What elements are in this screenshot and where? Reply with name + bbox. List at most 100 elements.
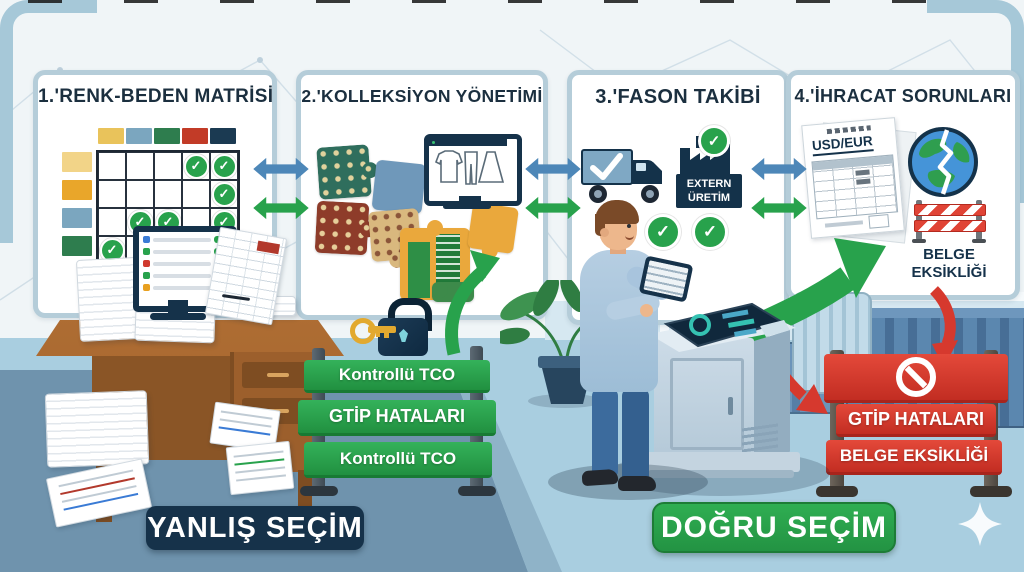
matrix-cell	[210, 180, 238, 208]
matrix-cell	[98, 180, 126, 208]
monitor-base	[443, 204, 491, 209]
double-arrow-blue-icon	[253, 157, 309, 181]
task-row	[143, 235, 227, 244]
design-monitor	[424, 134, 522, 206]
man-hand	[640, 304, 653, 317]
kiosk-base	[642, 452, 800, 472]
padlock-shackle	[388, 298, 432, 331]
delivery-truck-icon	[581, 149, 662, 203]
tablet-screen	[643, 260, 689, 298]
double-arrow-green-icon	[253, 196, 309, 220]
kiosk-base-lower	[648, 470, 794, 478]
monitor-stand	[459, 196, 481, 206]
scattered-sheet	[225, 440, 295, 496]
invoice-table	[811, 154, 899, 220]
color-swatch	[210, 128, 236, 144]
wrong-choice-text: YANLIŞ SEÇİM	[147, 511, 363, 544]
barrier-foot	[972, 239, 986, 243]
keyhole	[399, 329, 408, 342]
double-arrow-blue-icon	[751, 157, 807, 181]
invoice-value-cell	[856, 178, 871, 185]
red-sign-bar: BELGE EKSİKLİĞİ	[826, 440, 1002, 475]
monitor-dot	[432, 141, 435, 144]
matrix-cell	[210, 152, 238, 180]
green-sign-label: Kontrollü TCO	[338, 365, 456, 384]
red-sign-bar	[824, 354, 1008, 403]
matrix-header-swatches	[98, 128, 238, 144]
double-arrow-blue-icon	[525, 157, 581, 181]
man-hair-side	[595, 214, 605, 236]
check-icon	[211, 153, 237, 179]
green-sign-label: GTİP HATALARI	[329, 406, 465, 426]
green-sign-label: Kontrollü TCO	[339, 449, 457, 468]
monitor-top-bar	[429, 139, 507, 146]
cracked-globe-icon	[908, 127, 978, 197]
invoice-table-header	[812, 155, 893, 171]
key-tooth	[376, 332, 380, 337]
check-icon	[692, 214, 728, 250]
invoice-value-cell	[855, 169, 870, 176]
matrix-cell	[182, 180, 210, 208]
puzzle-piece-green	[432, 282, 474, 302]
green-sign-bar: Kontrollü TCO	[304, 442, 492, 478]
puzzle-piece-fabric-teal	[316, 144, 372, 200]
matrix-cell	[154, 180, 182, 208]
check-icon	[645, 214, 681, 250]
barrier-rail	[914, 220, 986, 232]
task-monitor-stand	[168, 300, 188, 315]
green-sign-foot	[300, 486, 338, 496]
invoice-document: USD/EUR	[801, 117, 905, 239]
building-shape	[408, 242, 430, 298]
kiosk-screen	[663, 302, 790, 348]
man-leg	[622, 388, 649, 480]
red-sign-label: GTİP HATALARI	[848, 409, 984, 429]
sparkle-icon	[958, 502, 1002, 546]
factory-label: EXTERN ÜRETİM	[676, 174, 742, 208]
color-swatch	[62, 236, 92, 256]
color-swatch	[154, 128, 180, 144]
frame-corner-left	[0, 0, 97, 243]
desk-drawer	[242, 362, 314, 388]
barrier-rail	[914, 204, 986, 216]
key-icon	[350, 318, 398, 344]
barrier-icon	[912, 196, 986, 244]
kiosk-door-handle	[728, 397, 733, 415]
barrier-caption-line: BELGE	[923, 246, 975, 263]
kiosk-vents	[742, 421, 778, 453]
color-swatch	[98, 128, 124, 144]
right-choice-label: DOĞRU SEÇİM	[652, 502, 896, 553]
task-monitor-base	[150, 313, 206, 320]
color-swatch	[62, 152, 92, 172]
matrix-cell	[154, 152, 182, 180]
key-tooth	[384, 332, 389, 338]
no-entry-slash	[904, 365, 928, 389]
top-dashed-line	[28, 0, 968, 3]
barrier-caption-line: EKSİKLİĞİ	[911, 264, 987, 281]
man-shoe	[618, 476, 656, 491]
panel-title: 1.'RENK-BEDEN MATRİSİ	[38, 86, 274, 107]
man-smile	[625, 232, 634, 240]
man-eye	[627, 224, 631, 228]
panel-ihracat-sorunlari: 4.'İHRACAT SORUNLARI USD/EUR	[786, 70, 1020, 300]
green-sign-bar: Kontrollü TCO	[304, 360, 490, 393]
form-red-block	[256, 240, 280, 255]
barrier-foot	[912, 239, 926, 243]
invoice-footer-box	[868, 214, 890, 229]
invoice-footer-line	[824, 220, 864, 228]
puzzle-piece-blue	[371, 159, 427, 215]
barrier-caption: BELGE EKSİKLİĞİ	[901, 246, 997, 282]
double-arrow-green-icon	[751, 196, 807, 220]
panel-title: 3.'FASON TAKİBİ	[595, 86, 761, 108]
matrix-cell	[98, 208, 126, 236]
red-sign-label: BELGE EKSİKLİĞİ	[839, 446, 989, 465]
panel-kolleksiyon-yonetimi: 2.'KOLLEKSİYON YÖNETİMİ	[296, 70, 548, 320]
man-ear	[600, 228, 609, 237]
red-sign-foot	[816, 486, 858, 497]
matrix-cell	[126, 180, 154, 208]
check-icon	[211, 181, 237, 207]
color-swatch	[62, 208, 92, 228]
invoice-currency-label: USD/EUR	[811, 133, 874, 157]
factory-label-line: EXTERN	[686, 178, 732, 190]
radiator-leg	[802, 390, 811, 403]
matrix-cell	[98, 152, 126, 180]
